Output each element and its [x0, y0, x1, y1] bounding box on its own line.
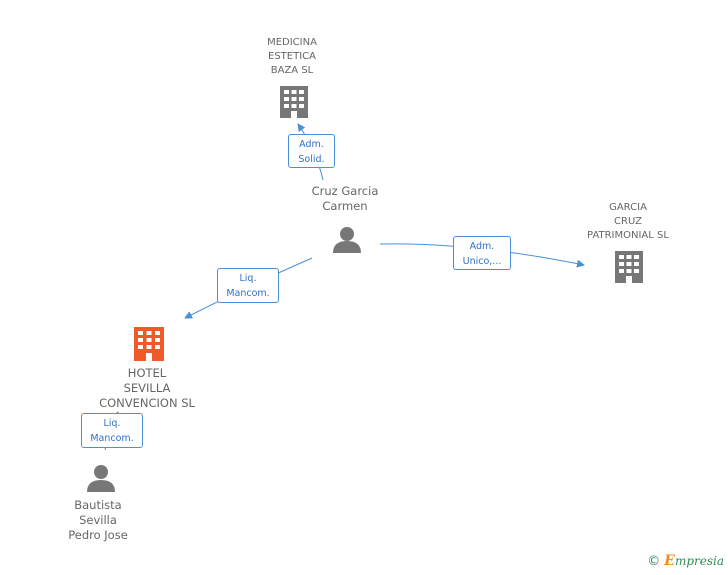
edge-label-line: Adm. — [469, 241, 495, 252]
label-line: CONVENCION SL — [99, 396, 195, 410]
edge-label-bautista-hotel[interactable]: Liq. Mancom. — [81, 413, 143, 448]
person-icon[interactable] — [333, 227, 361, 253]
label-line: Carmen — [322, 199, 368, 213]
label-line: MEDICINA — [267, 37, 317, 48]
copyright-icon: © — [647, 554, 661, 569]
edge-label-cruz-hotel[interactable]: Liq. Mancom. — [217, 268, 279, 303]
person-label-bautista[interactable]: Bautista Sevilla Pedro Jose — [58, 498, 138, 543]
label-line: Cruz Garcia — [311, 184, 379, 198]
label-line: GARCIA — [609, 202, 647, 213]
label-line: BAZA SL — [270, 65, 314, 76]
label-line: Bautista — [74, 498, 122, 512]
label-line: Pedro Jose — [68, 528, 128, 542]
brand-footer: ©Empresia — [647, 553, 724, 569]
label-line: PATRIMONIAL SL — [587, 230, 669, 241]
person-icon[interactable] — [87, 465, 115, 492]
brand-initial: E — [664, 553, 675, 569]
building-icon[interactable] — [280, 86, 308, 118]
edge-label-line: Liq. — [103, 418, 121, 429]
company-label-hotel[interactable]: HOTEL SEVILLA CONVENCION SL — [87, 366, 207, 411]
edge-label-cruz-medicina[interactable]: Adm. Solid. — [288, 134, 335, 168]
edge-label-line: Unico,... — [462, 256, 502, 267]
brand-name: mpresia — [674, 554, 724, 568]
building-icon-highlighted[interactable] — [134, 327, 164, 361]
person-label-cruz[interactable]: Cruz Garcia Carmen — [300, 184, 390, 214]
label-line: HOTEL — [127, 366, 167, 380]
label-line: SEVILLA — [123, 381, 171, 395]
company-label-garcia[interactable]: GARCIA CRUZ PATRIMONIAL SL — [578, 201, 678, 243]
building-icon[interactable] — [615, 251, 643, 283]
edge-label-line: Adm. — [299, 139, 324, 150]
company-label-medicina[interactable]: MEDICINA ESTETICA BAZA SL — [252, 36, 332, 78]
edge-label-line: Mancom. — [90, 433, 134, 444]
edge-label-cruz-garcia[interactable]: Adm. Unico,... — [453, 236, 511, 270]
label-line: Sevilla — [79, 513, 117, 527]
edge-label-line: Mancom. — [226, 288, 270, 299]
label-line: CRUZ — [614, 216, 642, 227]
label-line: ESTETICA — [268, 51, 316, 62]
edge-label-line: Liq. — [239, 273, 257, 284]
edge-label-line: Solid. — [298, 154, 325, 165]
